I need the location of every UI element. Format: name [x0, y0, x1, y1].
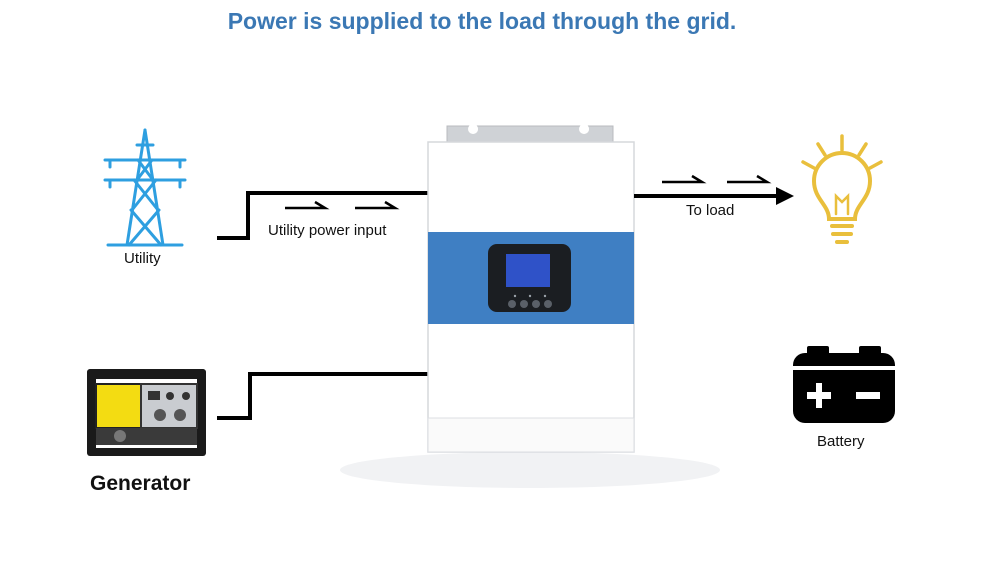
- utility-label: Utility: [124, 250, 161, 267]
- floor-shadow: [340, 452, 720, 488]
- utility-wire: [217, 191, 428, 240]
- generator-wire: [217, 372, 428, 420]
- light-bulb-icon: [801, 134, 883, 244]
- generator-icon: [87, 369, 206, 456]
- load-arrowhead: [776, 187, 794, 205]
- inverter-unit: [427, 124, 635, 453]
- load-flow-arrows: [662, 174, 772, 184]
- diagram-title: Power is supplied to the load through th…: [227, 8, 737, 34]
- inverter-lcd-screen: [506, 254, 550, 287]
- utility-power-input-label: Utility power input: [268, 222, 387, 239]
- transmission-tower-icon: [103, 128, 187, 247]
- battery-icon: [793, 346, 895, 423]
- generator-label: Generator: [90, 472, 191, 495]
- battery-label: Battery: [817, 433, 865, 450]
- utility-flow-arrows: [285, 200, 400, 210]
- to-load-label: To load: [686, 202, 735, 219]
